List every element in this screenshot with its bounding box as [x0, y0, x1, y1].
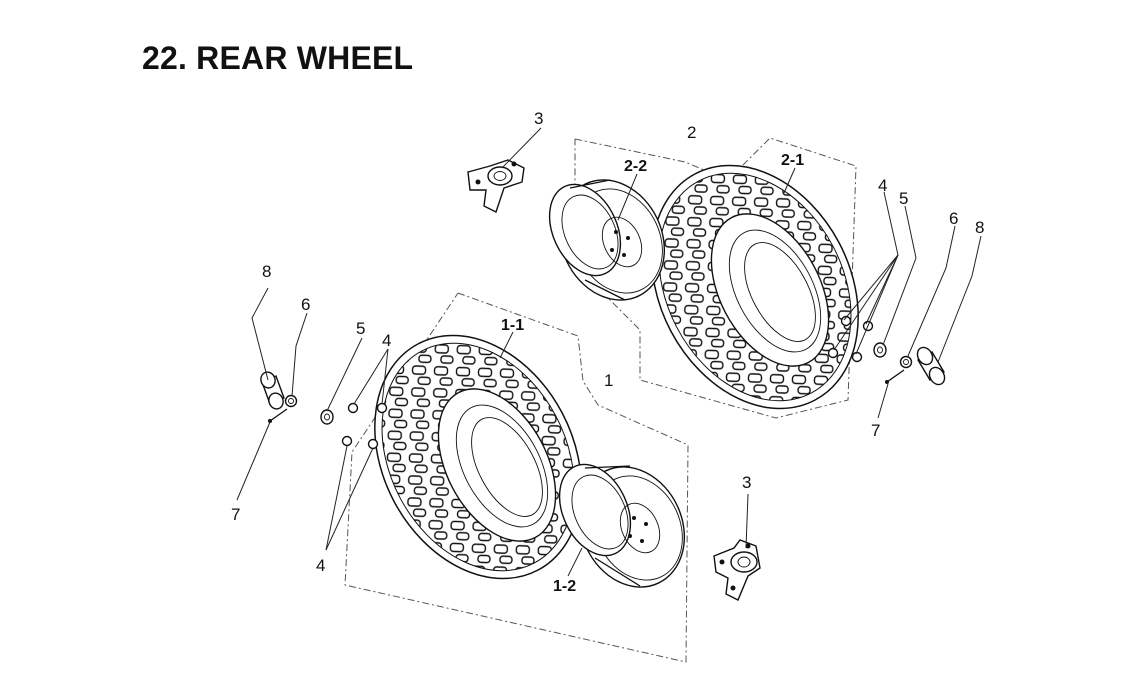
tire-1-1 [374, 334, 582, 580]
callout-assembly-right: 2 [687, 123, 696, 142]
callout-washer-right: 5 [899, 189, 908, 208]
callout-pin-right: 7 [871, 421, 880, 440]
callout-nut-left: 6 [301, 295, 310, 314]
callout-cap-right: 8 [975, 218, 984, 237]
rim-2-2 [548, 179, 666, 301]
callout-nut-right: 6 [949, 209, 958, 228]
callout-nuts-left-upper: 4 [382, 331, 391, 350]
callout-labels: 3 2 2-2 2-1 4 5 6 8 7 8 6 5 4 1-1 1 7 4 … [231, 109, 984, 595]
callout-cap-left: 8 [262, 262, 271, 281]
callout-rim-left: 1-2 [553, 578, 576, 595]
callout-hub-right: 3 [534, 109, 543, 128]
rim-1-2 [558, 463, 686, 588]
nut-right [899, 355, 913, 369]
pin-right [885, 369, 905, 384]
nuts-right [827, 315, 874, 363]
hub-left [713, 539, 761, 601]
callout-tire-left: 1-1 [501, 317, 524, 334]
callout-tire-right: 2-1 [781, 152, 804, 169]
washer-left [320, 409, 334, 425]
washer-right [873, 342, 887, 358]
tire-2-1 [651, 164, 859, 410]
assembly-2-outline [574, 137, 857, 419]
callout-assembly-left: 1 [604, 371, 613, 390]
callout-washer-left: 5 [356, 319, 365, 338]
leader-lines [236, 127, 982, 577]
callout-pin-left: 7 [231, 505, 240, 524]
hub-right [467, 159, 525, 213]
page-title: 22. REAR WHEEL [142, 40, 414, 76]
nut-left [284, 394, 298, 408]
callout-nuts-right: 4 [878, 176, 887, 195]
cap-left [260, 371, 285, 410]
pin-left [268, 408, 288, 423]
callout-rim-right: 2-2 [624, 158, 647, 175]
callout-nuts-left-lower: 4 [316, 556, 325, 575]
cap-right [916, 346, 946, 386]
callout-hub-left: 3 [742, 473, 751, 492]
